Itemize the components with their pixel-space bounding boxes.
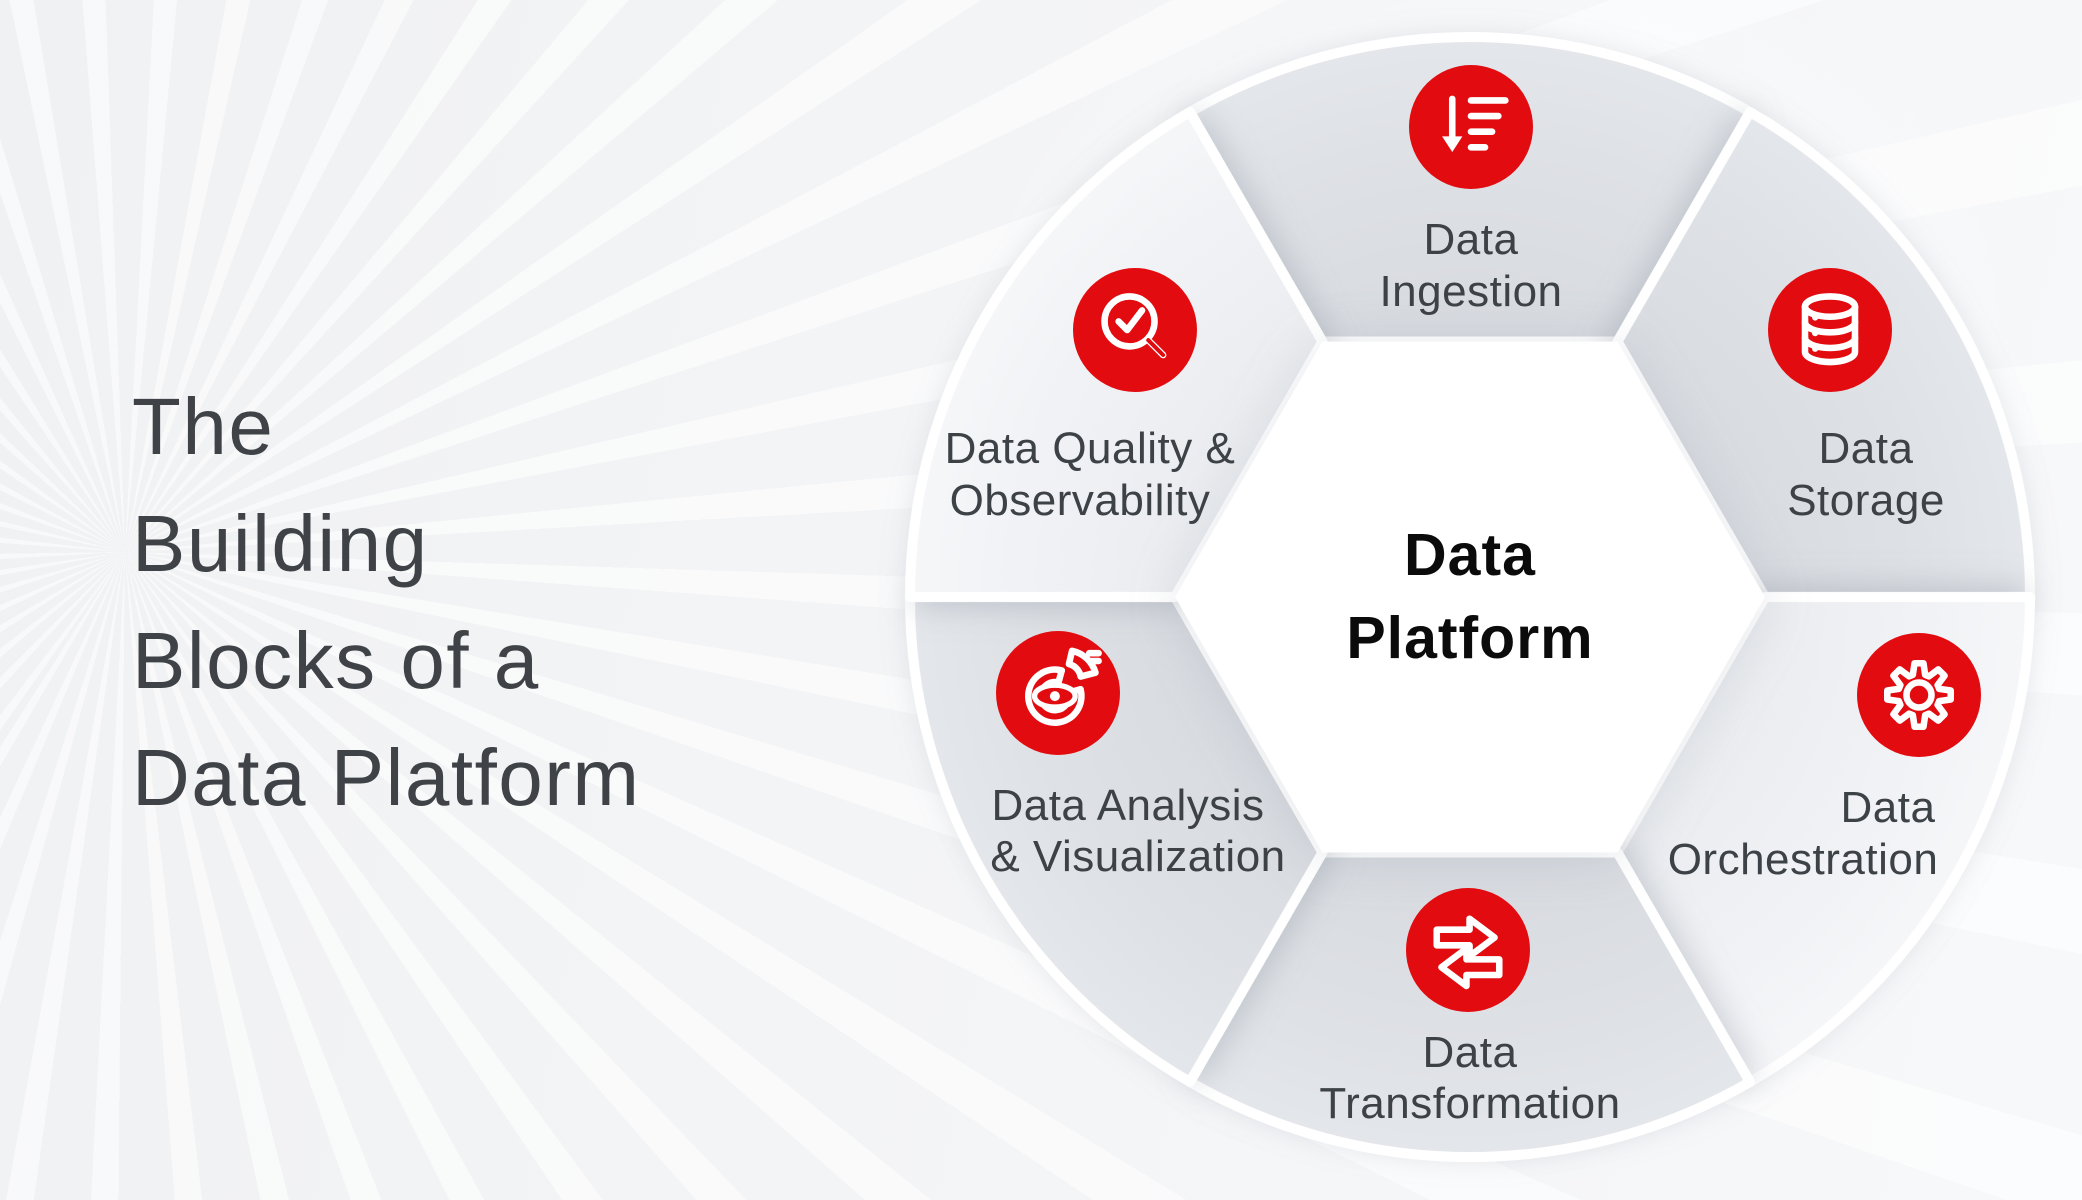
icon-badge-data-ingestion	[1409, 65, 1533, 189]
segment-label-data-quality-observability-line-1: Data Quality &	[945, 424, 1236, 473]
center-label-line-1: Data	[1404, 522, 1536, 588]
icon-badge-data-orchestration	[1857, 633, 1981, 757]
segment-label-data-transformation-line-1: Data	[1423, 1028, 1518, 1077]
title-line-4: Data Platform	[132, 733, 641, 822]
wheel-segments	[904, 31, 2036, 1163]
segment-label-data-orchestration-line-1: Data	[1841, 783, 1936, 832]
segment-label-data-ingestion-line-1: Data	[1424, 215, 1519, 264]
segment-label-data-transformation-line-2: Transformation	[1319, 1079, 1620, 1128]
segment-label-data-quality-observability-line-2: Observability	[950, 476, 1211, 525]
segment-label-data-ingestion-line-2: Ingestion	[1379, 267, 1562, 316]
icon-badge-data-quality-observability	[1073, 268, 1197, 392]
segment-label-data-orchestration-line-2: Orchestration	[1668, 835, 1939, 884]
title-line-1: The	[132, 382, 275, 471]
segment-label-data-analysis-visualization-line-2: & Visualization	[990, 832, 1285, 881]
segment-data-ingestion	[1185, 31, 1755, 347]
center-hexagon	[1175, 341, 1765, 853]
segment-label-data-storage-line-2: Storage	[1787, 476, 1945, 525]
segment-label-data-storage-line-1: Data	[1819, 424, 1914, 473]
segment-labels: DataIngestionDataStorageDataOrchestratio…	[945, 215, 1945, 1128]
segment-icons	[996, 65, 1981, 1012]
center-label-line-2: Platform	[1346, 605, 1593, 671]
title-line-3: Blocks of a	[132, 616, 540, 705]
title-line-2: Building	[132, 499, 429, 588]
page-title: The Building Blocks of a Data Platform	[132, 368, 852, 836]
segment-label-data-analysis-visualization-line-1: Data Analysis	[991, 781, 1264, 830]
